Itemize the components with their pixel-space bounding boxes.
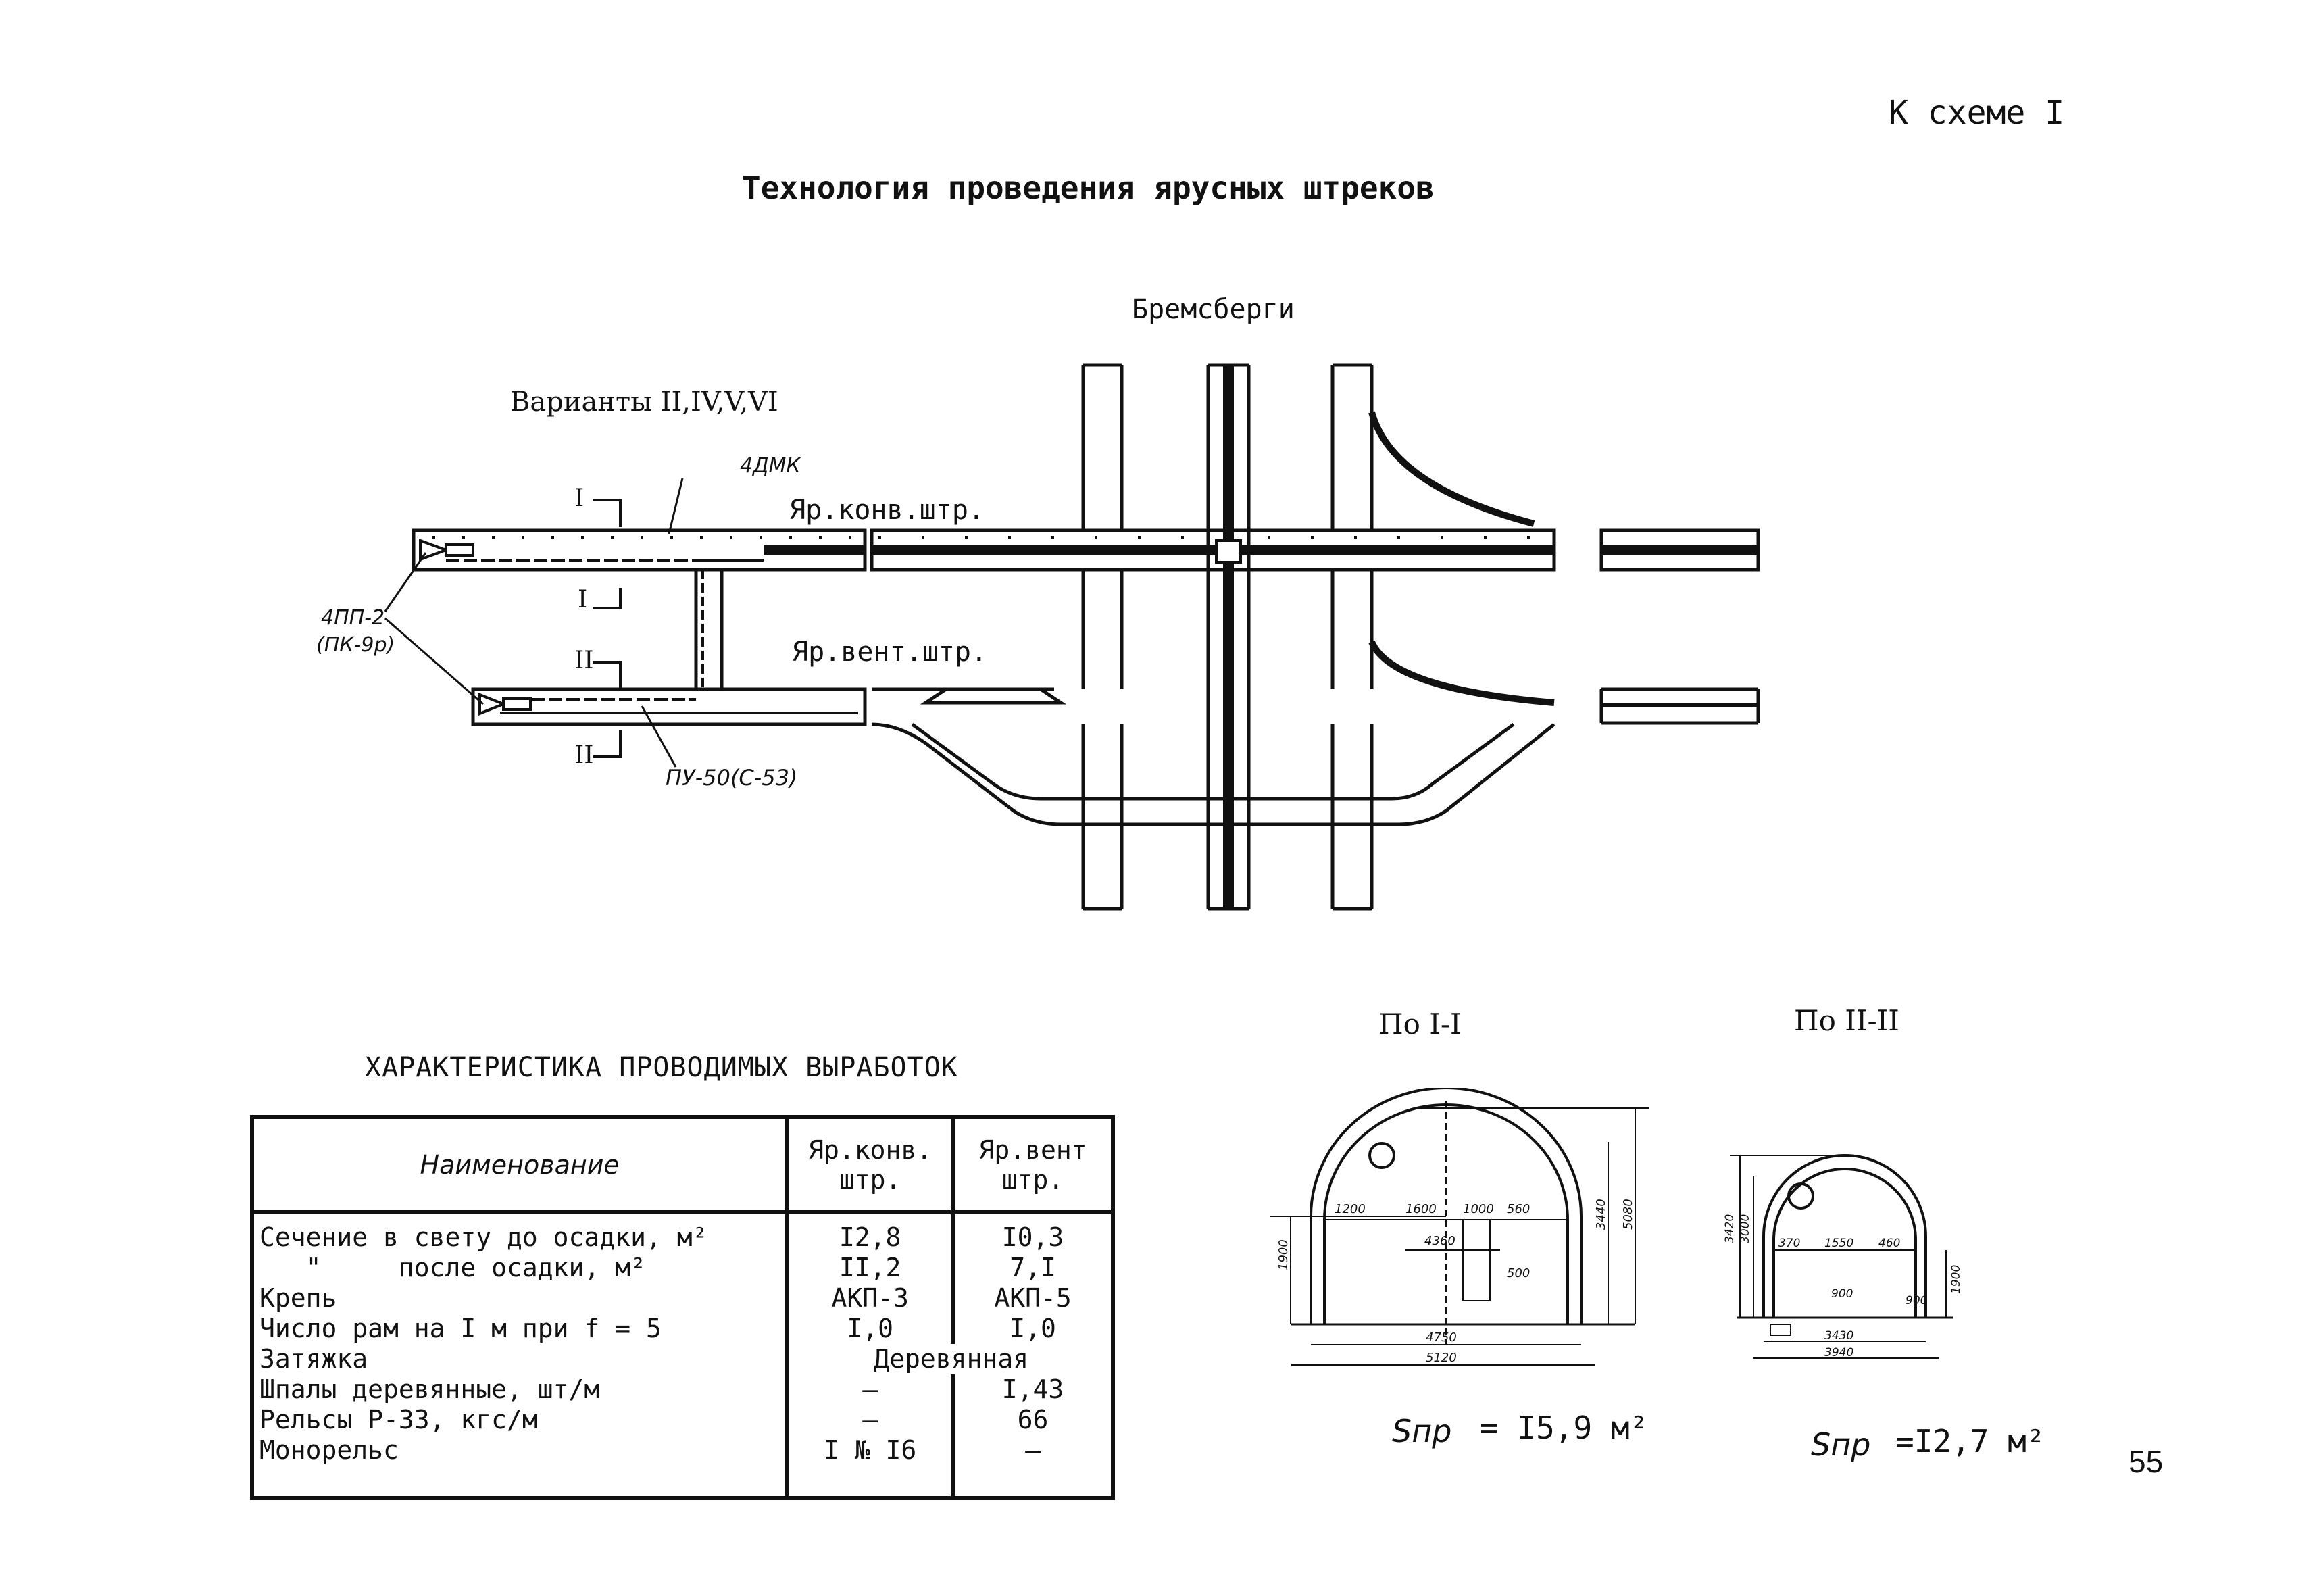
section2-title: По II-II bbox=[1794, 1004, 1899, 1037]
section2-drawing: 3420 3000 370 1550 460 900 900 1900 3430… bbox=[1723, 1154, 1963, 1360]
label-4pp2: 4ПП-2 bbox=[321, 606, 385, 630]
row-conv-span: Деревянная bbox=[870, 1344, 1032, 1374]
row-vent: 66 bbox=[1017, 1405, 1049, 1435]
scheme-reference: К схеме I bbox=[1889, 94, 2065, 132]
dim-900-a: 900 bbox=[1831, 1287, 1853, 1301]
row-vent: I,43 bbox=[1001, 1374, 1064, 1404]
label-4dmk: 4ДМК bbox=[740, 454, 801, 478]
section1-area-value: = I5,9 м² bbox=[1480, 1410, 1649, 1446]
dim-3420: 3420 bbox=[1723, 1214, 1737, 1243]
section1-drawing: 1200 1600 1000 560 4360 500 1900 3440 50… bbox=[1270, 1088, 1649, 1366]
section-mark-1-top: I bbox=[574, 484, 584, 512]
dim-1000: 1000 bbox=[1463, 1202, 1494, 1216]
row-name: Крепь bbox=[259, 1283, 337, 1313]
dim-3440: 3440 bbox=[1594, 1199, 1608, 1230]
dim-370: 370 bbox=[1778, 1237, 1800, 1250]
dim-1200: 1200 bbox=[1335, 1202, 1366, 1216]
table-title: ХАРАКТЕРИСТИКА ПРОВОДИМЫХ ВЫРАБОТОК bbox=[365, 1052, 958, 1083]
row-name: Шпалы деревянные, шт/м bbox=[259, 1374, 600, 1404]
label-pu50: ПУ-50(С-53) bbox=[666, 765, 798, 791]
header-conv-line1: Яр.конв. bbox=[808, 1134, 932, 1165]
section1-title: По I-I bbox=[1378, 1007, 1462, 1041]
dim-3430: 3430 bbox=[1824, 1329, 1853, 1343]
dim-560: 560 bbox=[1507, 1202, 1530, 1216]
page-number: 55 bbox=[2129, 1444, 2164, 1479]
row-conv: I2,8 bbox=[839, 1222, 901, 1252]
page-title: Технология проведения ярусных штреков bbox=[742, 170, 1435, 206]
dim-5120: 5120 bbox=[1426, 1351, 1457, 1365]
section-mark-1-bottom: I bbox=[578, 586, 588, 614]
section-mark-2-top: II bbox=[574, 647, 594, 674]
dim-4750: 4750 bbox=[1426, 1330, 1457, 1345]
header-vent-line1: Яр.вент bbox=[978, 1134, 1087, 1165]
characteristics-table: Наименование Яр.конв. штр. Яр.вент штр. … bbox=[249, 1115, 1115, 1500]
row-conv: АКП-3 bbox=[831, 1283, 909, 1313]
row-name: Монорельс bbox=[259, 1435, 399, 1465]
row-vent: I0,3 bbox=[1001, 1222, 1064, 1252]
section2-area-label: Sпр bbox=[1811, 1426, 1871, 1463]
row-conv: I,0 bbox=[847, 1314, 893, 1343]
row-name: Затяжка bbox=[259, 1344, 368, 1374]
row-name: Рельсы Р-33, кгс/м bbox=[259, 1405, 538, 1435]
dim-1600: 1600 bbox=[1405, 1202, 1437, 1216]
vent-drift-label: Яр.вент.штр. bbox=[792, 637, 987, 668]
dim-1550: 1550 bbox=[1824, 1237, 1853, 1250]
row-name: " после осадки, м² bbox=[259, 1253, 646, 1282]
dim-1900: 1900 bbox=[1949, 1265, 1963, 1294]
row-name: Число рам на I м при f = 5 bbox=[259, 1314, 662, 1343]
name-column: Сечение в свету до осадки, м² " после ос… bbox=[249, 1212, 790, 1500]
dim-3000: 3000 bbox=[1739, 1214, 1752, 1243]
row-conv: – bbox=[862, 1405, 878, 1435]
section2-area-value: =I2,7 м² bbox=[1895, 1423, 2045, 1460]
dim-900-b: 900 bbox=[1906, 1294, 1927, 1307]
header-conv-line2: штр. bbox=[839, 1164, 901, 1195]
header-vent-line2: штр. bbox=[1001, 1164, 1064, 1195]
row-vent: 7,I bbox=[1010, 1253, 1056, 1282]
row-vent: АКП-5 bbox=[994, 1283, 1072, 1313]
header-vent: Яр.вент штр. bbox=[951, 1115, 1115, 1214]
conv-column: I2,8 II,2 АКП-3 I,0 Деревянная – – I № I… bbox=[785, 1212, 1032, 1500]
dim-3940: 3940 bbox=[1824, 1346, 1853, 1360]
row-vent: – bbox=[1025, 1435, 1041, 1465]
row-name: Сечение в свету до осадки, м² bbox=[259, 1222, 708, 1252]
dim-1900: 1900 bbox=[1276, 1239, 1291, 1270]
dim-4360: 4360 bbox=[1424, 1234, 1455, 1248]
row-conv: I № I6 bbox=[824, 1435, 917, 1465]
section-mark-2-bottom: II bbox=[574, 741, 594, 769]
section1-area-label: Sпр bbox=[1392, 1413, 1452, 1449]
row-vent: I,0 bbox=[1010, 1314, 1056, 1343]
bremsberg-label: Бремсберги bbox=[1132, 294, 1295, 325]
dim-500: 500 bbox=[1507, 1266, 1530, 1280]
row-conv: – bbox=[862, 1374, 878, 1404]
variants-label: Варианты II,IV,V,VI bbox=[510, 386, 778, 418]
dim-460: 460 bbox=[1878, 1237, 1900, 1250]
label-pk9r: (ПК-9р) bbox=[316, 633, 395, 657]
vent-drift-left bbox=[471, 687, 867, 726]
dim-5080: 5080 bbox=[1621, 1199, 1635, 1230]
header-conv: Яр.конв. штр. bbox=[785, 1115, 955, 1214]
row-conv: II,2 bbox=[839, 1253, 901, 1282]
conveyor-drift-label: Яр.конв.штр. bbox=[789, 495, 985, 526]
header-name: Наименование bbox=[249, 1115, 790, 1214]
